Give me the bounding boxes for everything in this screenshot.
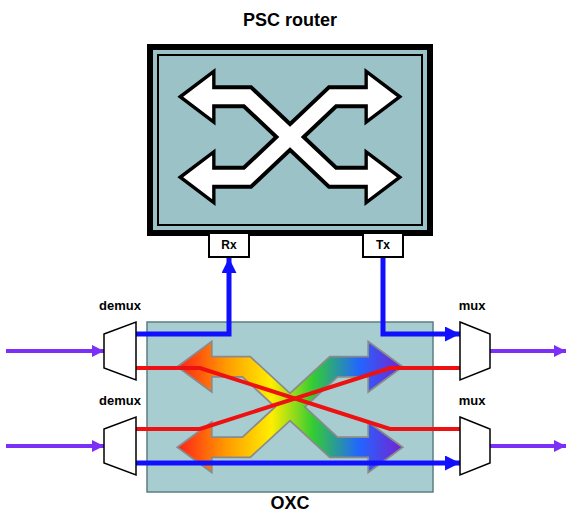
multiplexer: mux xyxy=(444,296,500,386)
demultiplexer: demux xyxy=(92,391,148,481)
label: demux xyxy=(72,298,168,314)
multiplexer: mux xyxy=(444,391,500,481)
transit-lightpath xyxy=(136,368,460,429)
lightpath xyxy=(136,258,229,334)
oxc-body xyxy=(147,322,433,492)
label: mux xyxy=(424,393,520,409)
optical-cross-connect: OXC xyxy=(147,322,433,492)
receiver-port: Rx xyxy=(208,232,250,258)
router-inner-frame xyxy=(158,55,422,225)
optical-switch-icon xyxy=(177,341,402,472)
label: OXC xyxy=(147,493,433,513)
fibre-out xyxy=(490,349,566,353)
label: PSC router xyxy=(150,9,430,31)
lightpath xyxy=(383,258,460,334)
fibre-out xyxy=(490,444,566,448)
lightpath xyxy=(136,461,460,466)
switch-icon xyxy=(180,71,400,202)
label: mux xyxy=(424,298,520,314)
demultiplexer: demux xyxy=(92,296,148,386)
transmitter-port: Tx xyxy=(362,232,404,258)
router: PSC router xyxy=(150,47,430,233)
router-body xyxy=(150,47,430,233)
fibre-in xyxy=(6,444,104,448)
label: demux xyxy=(72,393,168,409)
transit-lightpath xyxy=(136,368,460,429)
label: Tx xyxy=(376,238,390,252)
label: Rx xyxy=(221,238,236,252)
fibre-in xyxy=(6,349,104,353)
